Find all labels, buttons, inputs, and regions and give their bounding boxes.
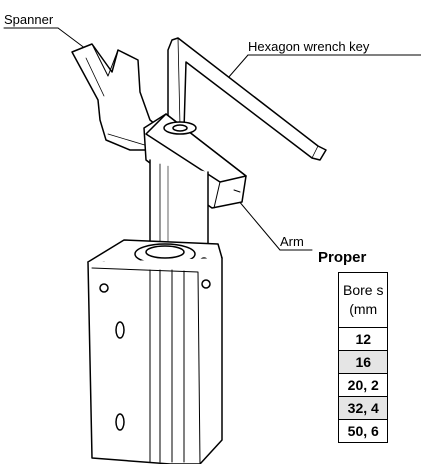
callout-leaders <box>3 27 421 251</box>
bore-size-cell: 20, 2 <box>337 373 389 397</box>
arm-label: Arm <box>280 234 304 249</box>
table-title: Proper <box>318 249 367 266</box>
cylinder-body <box>87 239 223 464</box>
bore-size-cell: 50, 6 <box>337 419 389 443</box>
bore-size-header-line1: Bore s <box>343 282 384 298</box>
bore-size-header-line2: (mm <box>349 301 378 317</box>
bore-size-cell: 16 <box>337 350 389 374</box>
bore-size-cell: 32, 4 <box>337 396 389 420</box>
hexagon-wrench-key-label: Hexagon wrench key <box>248 39 370 54</box>
table-row: 20, 2 <box>337 373 389 397</box>
table-row: 12 <box>337 327 389 351</box>
arm-block <box>143 113 247 209</box>
table-row: 16 <box>337 350 389 374</box>
table-row: 50, 6 <box>337 419 389 443</box>
bore-size-header: Bore s (mm <box>337 272 389 328</box>
spanner-label: Spanner <box>4 12 54 27</box>
table-header-row: Bore s (mm <box>337 272 389 328</box>
bore-size-table: Bore s (mm 12 16 20, 2 32, 4 50, 6 <box>337 272 389 443</box>
table-row: 32, 4 <box>337 396 389 420</box>
bore-size-cell: 12 <box>337 327 389 351</box>
